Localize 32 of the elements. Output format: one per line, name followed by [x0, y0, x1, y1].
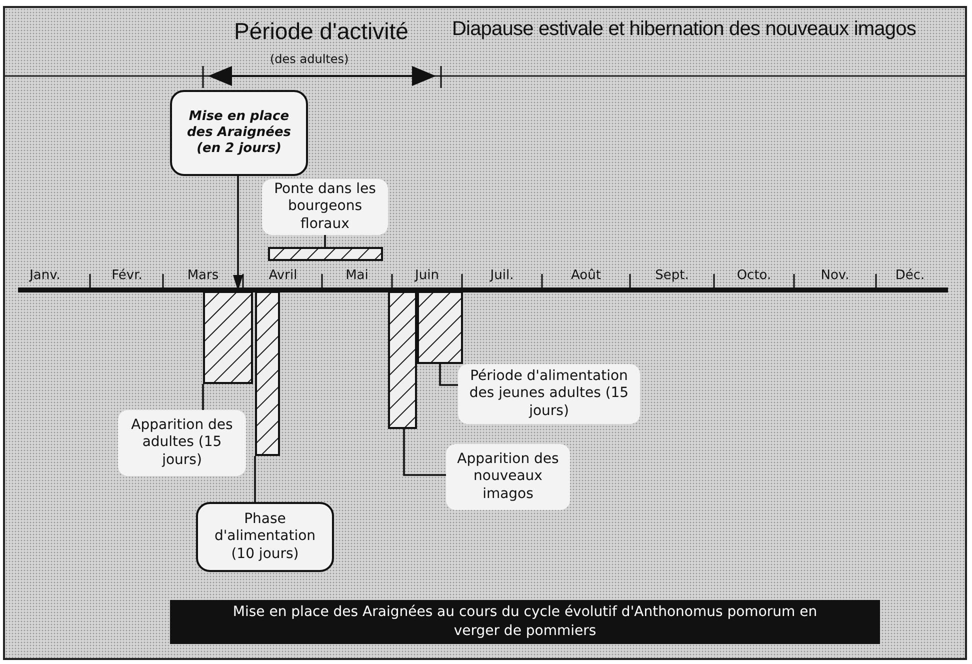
leader-line: [403, 429, 446, 476]
annotation-text: Période d'alimentation des jeunes adultes (15 jours): [458, 364, 640, 424]
caption-text: Mise en place des Araignées au cours du cycle évolutif d'Anthonomus pomorum en verger de pommiers: [232, 603, 818, 641]
hatched-bar: [203, 291, 253, 384]
month-label: Nov.: [820, 268, 850, 283]
hatched-bar: [417, 291, 463, 364]
month-label: Mai: [344, 268, 370, 283]
month-label: Octo.: [736, 268, 772, 283]
month-label: Janv.: [28, 268, 62, 283]
rounded-box: Mise en place des Araignées (en 2 jours): [170, 90, 308, 176]
leader-line: [202, 384, 204, 410]
hatched-bar: [268, 247, 383, 261]
leader-line: [324, 235, 326, 247]
leader-line: [439, 364, 458, 386]
hatched-bar: [388, 291, 417, 429]
month-label: Févr.: [110, 268, 144, 283]
month-label: Avril: [268, 268, 298, 283]
month-label: Mars: [186, 268, 220, 283]
heading-text: Diapause estivale et hibernation des nouveaux imagos: [452, 18, 916, 41]
annotation-text: Apparition des adultes (15 jours): [118, 410, 246, 476]
month-label: Août: [570, 268, 602, 283]
heading-text: Période d'activité: [234, 18, 408, 45]
annotation-text: Ponte dans les bourgeons floraux: [262, 179, 388, 235]
month-label: Juin: [413, 268, 440, 283]
annotation-text: Apparition des nouveaux imagos: [446, 444, 570, 510]
leader-line: [254, 456, 256, 502]
month-label: Sept.: [654, 268, 690, 283]
rounded-box: Phase d'alimentation (10 jours): [196, 502, 334, 572]
hatched-bar: [255, 291, 280, 456]
subheading-text: (des adultes): [270, 52, 349, 66]
month-label: Déc.: [894, 268, 926, 283]
month-label: Juil.: [488, 268, 515, 283]
